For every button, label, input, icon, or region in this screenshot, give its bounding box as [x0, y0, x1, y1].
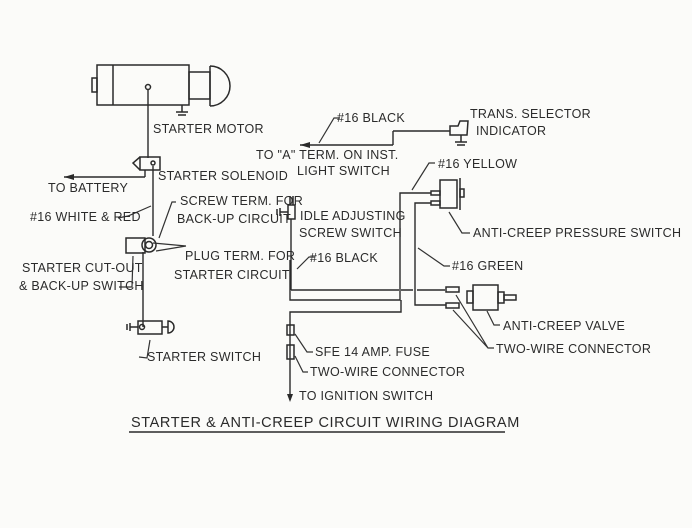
diagram-title: STARTER & ANTI-CREEP CIRCUIT WIRING DIAG…: [131, 415, 520, 431]
anti-creep-valve: [445, 284, 517, 311]
label-plug-term-1: PLUG TERM. FOR: [185, 249, 295, 263]
leader-16-black-top: [318, 117, 340, 144]
label-16-black-mid: #16 BLACK: [310, 251, 378, 265]
label-idle-1: IDLE ADJUSTING: [300, 209, 406, 223]
label-anti-creep-valve: ANTI-CREEP VALVE: [503, 319, 625, 333]
leader-starter-switch: [138, 339, 151, 359]
label-plug-term-2: STARTER CIRCUIT: [174, 268, 290, 282]
label-cutout-1: STARTER CUT-OUT: [22, 261, 143, 275]
wire-to-ignition: [289, 300, 402, 400]
label-screw-term-1: SCREW TERM. FOR: [180, 194, 303, 208]
leader-two-wire-bottom: [294, 355, 308, 373]
label-screw-term-2: BACK-UP CIRCUIT: [177, 212, 291, 226]
trans-selector-indicator: [449, 120, 469, 146]
label-starter-solenoid: STARTER SOLENOID: [158, 169, 288, 183]
label-to-ignition: TO IGNITION SWITCH: [299, 389, 433, 403]
leader-two-wire-right: [452, 294, 494, 349]
label-two-wire-bottom: TWO-WIRE CONNECTOR: [310, 365, 465, 379]
label-to-battery: TO BATTERY: [48, 181, 128, 195]
leader-screw-term: [158, 201, 176, 239]
leader-fuse: [294, 333, 313, 353]
label-two-wire-right: TWO-WIRE CONNECTOR: [496, 342, 651, 356]
leader-cutout: [119, 255, 134, 288]
label-starter-motor: STARTER MOTOR: [153, 122, 264, 136]
leader-16-black-mid: [296, 256, 315, 270]
label-starter-switch: STARTER SWITCH: [147, 350, 261, 364]
leader-16-white-red: [117, 205, 152, 219]
wire-16-yellow: [289, 192, 431, 301]
label-16-green: #16 GREEN: [452, 259, 523, 273]
label-cutout-2: & BACK-UP SWITCH: [19, 279, 144, 293]
label-to-a-term-1: TO "A" TERM. ON INST.: [256, 148, 399, 162]
wire-16-green: [414, 202, 431, 285]
starter-solenoid: [131, 156, 161, 171]
starter-cutout-backup-switch: [125, 237, 157, 254]
leader-16-yellow: [411, 162, 435, 191]
label-16-yellow: #16 YELLOW: [438, 157, 517, 171]
leader-pressure-switch: [448, 211, 470, 234]
leader-plug-term: [152, 242, 187, 252]
arrow-to-ignition-icon: [287, 394, 293, 402]
two-wire-connector-bottom: [286, 344, 295, 360]
wire-to-valve-lower: [414, 285, 446, 306]
label-16-white-red: #16 WHITE & RED: [30, 210, 141, 224]
arrow-to-battery-icon: [64, 174, 74, 180]
label-to-a-term-2: LIGHT SWITCH: [297, 164, 390, 178]
label-idle-2: SCREW SWITCH: [299, 226, 402, 240]
leader-16-green: [417, 247, 450, 267]
label-fuse: SFE 14 AMP. FUSE: [315, 345, 430, 359]
label-16-black-top: #16 BLACK: [337, 111, 405, 125]
anti-creep-pressure-switch: [430, 178, 465, 210]
label-pressure-switch: ANTI-CREEP PRESSURE SWITCH: [473, 226, 681, 240]
sfe-14-amp-fuse: [286, 324, 295, 336]
leader-valve: [486, 310, 500, 326]
label-trans-2: INDICATOR: [476, 124, 546, 138]
arrow-to-light-switch-icon: [300, 142, 310, 148]
starter-switch: [126, 320, 175, 335]
label-trans-1: TRANS. SELECTOR: [470, 107, 591, 121]
starter-motor: [91, 64, 231, 116]
